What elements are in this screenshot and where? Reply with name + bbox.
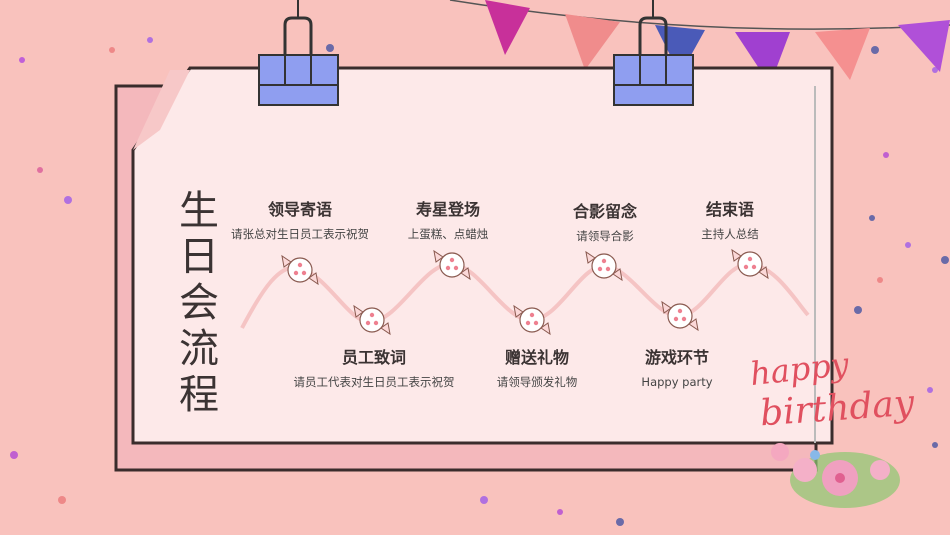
candy-icon <box>513 304 551 336</box>
step-heading: 游戏环节 <box>644 348 709 367</box>
step-heading: 结束语 <box>705 200 754 219</box>
step-subtitle: 请张总对生日员工表示祝贺 <box>231 227 369 241</box>
flower-bouquet <box>771 443 900 508</box>
step-heading: 员工致词 <box>341 348 406 367</box>
step-gifts: 赠送礼物请领导颁发礼物 <box>437 348 637 390</box>
step-leader-speech: 领导寄语请张总对生日员工表示祝贺 <box>200 200 400 242</box>
bunting <box>449 0 950 85</box>
step-group-photo: 合影留念请领导合影 <box>505 202 705 244</box>
candy-icon <box>661 300 699 332</box>
step-subtitle: 主持人总结 <box>701 227 759 241</box>
candy-icon <box>585 250 623 282</box>
step-subtitle: 请员工代表对生日员工表示祝贺 <box>293 375 455 389</box>
step-subtitle: Happy party <box>641 375 713 389</box>
step-subtitle: 请领导合影 <box>576 229 634 243</box>
card-frame <box>114 66 834 472</box>
step-heading: 领导寄语 <box>267 200 332 219</box>
binder-clip-right <box>613 0 694 106</box>
confetti <box>10 37 949 526</box>
candy-icon <box>281 254 319 286</box>
candy-icon <box>731 248 769 280</box>
binder-clip-left <box>258 0 339 106</box>
step-birthday-entrance: 寿星登场上蛋糕、点蜡烛 <box>348 200 548 242</box>
step-subtitle: 请领导颁发礼物 <box>496 375 578 389</box>
step-employee-speech: 员工致词请员工代表对生日员工表示祝贺 <box>274 348 474 390</box>
page-title: 生日会流程 <box>179 188 219 418</box>
step-heading: 合影留念 <box>572 202 637 221</box>
candy-icon <box>353 304 391 336</box>
step-closing: 结束语主持人总结 <box>630 200 830 242</box>
step-heading: 赠送礼物 <box>504 348 569 367</box>
step-subtitle: 上蛋糕、点蜡烛 <box>407 227 489 241</box>
step-heading: 寿星登场 <box>415 200 480 219</box>
candy-icon <box>433 249 471 281</box>
step-games: 游戏环节 Happy party <box>577 348 777 390</box>
